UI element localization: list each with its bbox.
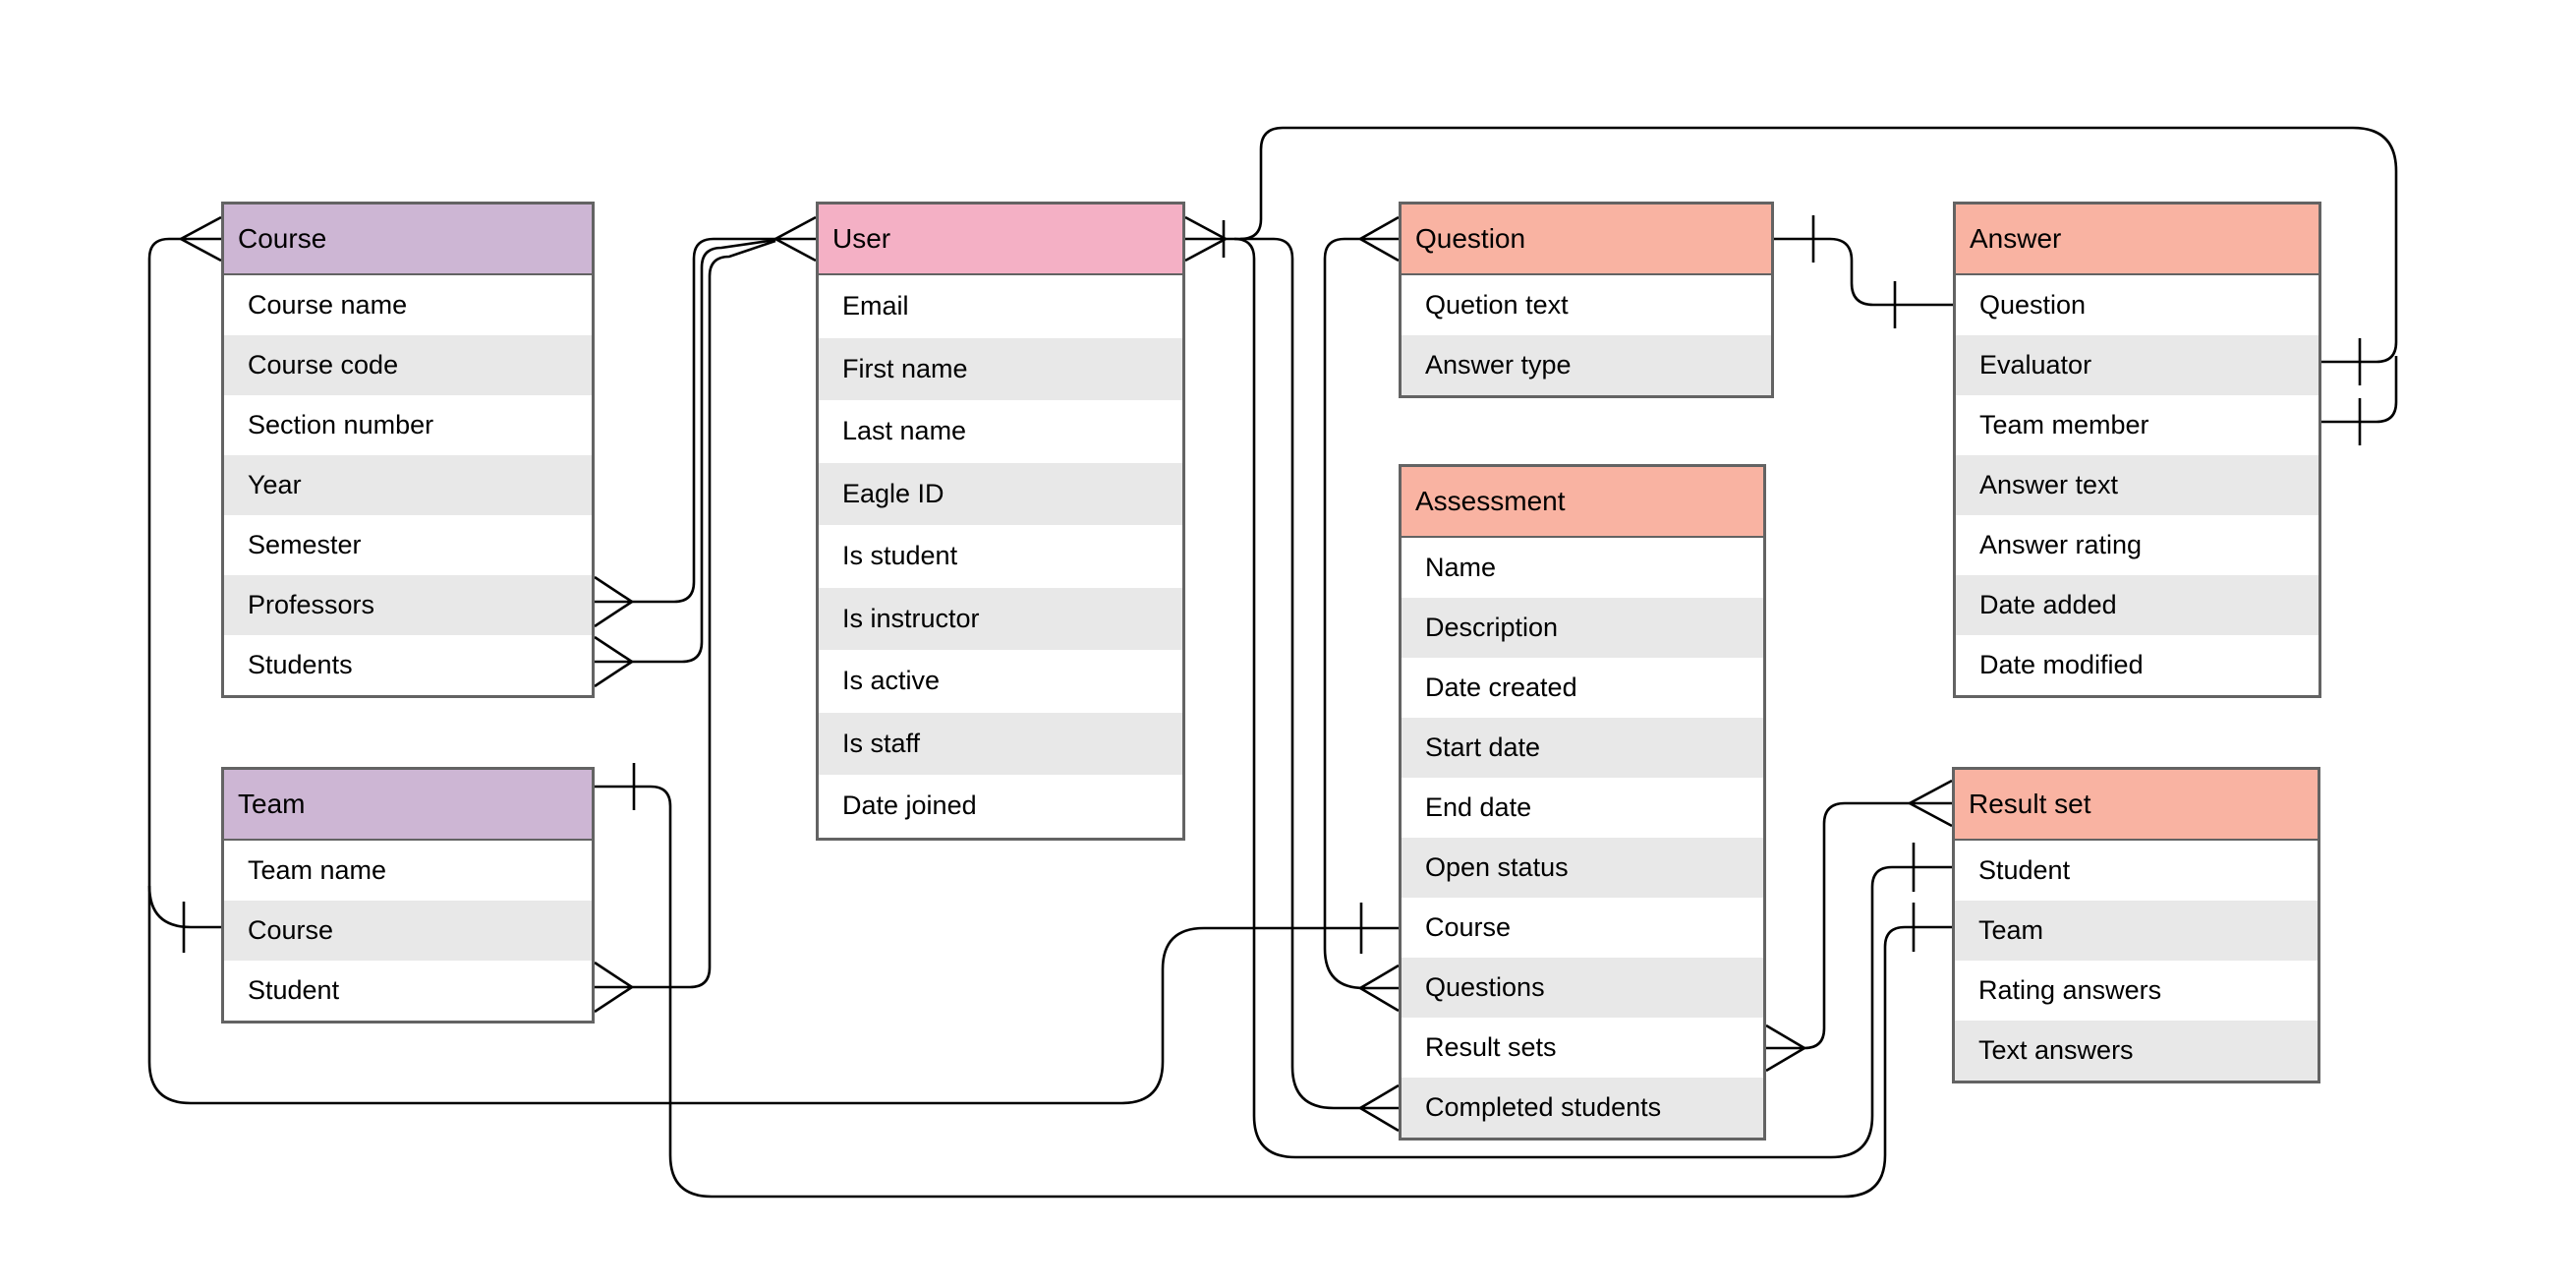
crow-foot-many-icon <box>1184 215 1229 263</box>
field-row-completed-students[interactable]: Completed students <box>1402 1078 1763 1138</box>
connector-line <box>595 785 1952 1199</box>
connector-line <box>1323 237 1365 990</box>
field-row-questions[interactable]: Questions <box>1402 958 1763 1018</box>
field-row-course[interactable]: Course <box>1402 898 1763 958</box>
relationship-course-bus[interactable] <box>147 215 1399 1105</box>
field-row-name[interactable]: Name <box>1402 538 1763 598</box>
field-row-is-student[interactable]: Is student <box>819 525 1182 588</box>
crow-foot-many-icon <box>1357 964 1400 1013</box>
field-row-email[interactable]: Email <box>819 275 1182 338</box>
field-row-date-created[interactable]: Date created <box>1402 658 1763 718</box>
connector-line <box>632 237 775 604</box>
relationship-user-resultset-student[interactable] <box>1233 237 1952 1159</box>
field-row-is-staff[interactable]: Is staff <box>819 712 1182 775</box>
field-row-start-date[interactable]: Start date <box>1402 718 1763 778</box>
crow-foot-many-icon <box>594 961 635 1014</box>
field-row-students[interactable]: Students <box>224 635 592 695</box>
connector-line <box>632 239 776 989</box>
relationship-question-answer[interactable] <box>1774 215 1953 328</box>
field-row-result-sets[interactable]: Result sets <box>1402 1018 1763 1078</box>
field-row-question[interactable]: Question <box>1956 275 2318 335</box>
entity-header[interactable]: Answer <box>1956 205 2318 275</box>
relationship-team-resultset-team[interactable] <box>595 763 1952 1199</box>
entity-header[interactable]: User <box>819 205 1182 275</box>
field-row-year[interactable]: Year <box>224 455 592 515</box>
crow-foot-many-icon <box>1357 1083 1400 1133</box>
relationship-user-answer[interactable] <box>1239 126 2398 445</box>
field-row-open-status[interactable]: Open status <box>1402 838 1763 898</box>
field-row-answer-type[interactable]: Answer type <box>1402 335 1771 395</box>
connector-line <box>1273 237 1360 1110</box>
relationship-assessment-resultset[interactable] <box>1765 779 1953 1073</box>
field-row-quetion-text[interactable]: Quetion text <box>1402 275 1771 335</box>
entity-header[interactable]: Assessment <box>1402 467 1763 538</box>
field-row-team-name[interactable]: Team name <box>224 841 592 901</box>
connector-line <box>147 885 221 929</box>
field-row-first-name[interactable]: First name <box>819 337 1182 400</box>
entity-header[interactable]: Result set <box>1955 770 2318 841</box>
field-row-date-added[interactable]: Date added <box>1956 575 2318 635</box>
crow-foot-many-icon <box>594 575 635 628</box>
field-row-date-joined[interactable]: Date joined <box>819 775 1182 838</box>
crow-foot-many-icon <box>178 215 222 263</box>
field-row-team-member[interactable]: Team member <box>1956 395 2318 455</box>
field-row-section-number[interactable]: Section number <box>224 395 592 455</box>
entity-header[interactable]: Question <box>1402 205 1771 275</box>
field-row-student[interactable]: Student <box>1955 841 2318 901</box>
field-row-description[interactable]: Description <box>1402 598 1763 658</box>
field-row-course-name[interactable]: Course name <box>224 275 592 335</box>
connector-line <box>2321 356 2398 424</box>
field-row-rating-answers[interactable]: Rating answers <box>1955 961 2318 1021</box>
connector-line <box>632 238 776 664</box>
field-row-text-answers[interactable]: Text answers <box>1955 1021 2318 1081</box>
crow-foot-many-icon <box>1765 1024 1807 1073</box>
field-row-eagle-id[interactable]: Eagle ID <box>819 462 1182 525</box>
entity-header[interactable]: Team <box>224 770 592 841</box>
crow-foot-many-icon <box>1907 779 1953 828</box>
crow-foot-many-icon <box>1357 215 1400 263</box>
field-row-student[interactable]: Student <box>224 961 592 1021</box>
relationship-user-assessment-completed[interactable] <box>1273 237 1400 1133</box>
field-row-course-code[interactable]: Course code <box>224 335 592 395</box>
field-row-professors[interactable]: Professors <box>224 575 592 635</box>
field-row-team[interactable]: Team <box>1955 901 2318 961</box>
connector-line <box>1233 237 1952 1159</box>
connector-line <box>147 237 1399 1105</box>
connector-line <box>1774 237 1953 307</box>
field-row-is-active[interactable]: Is active <box>819 650 1182 713</box>
crow-foot-many-icon <box>594 635 635 688</box>
field-row-date-modified[interactable]: Date modified <box>1956 635 2318 695</box>
field-row-is-instructor[interactable]: Is instructor <box>819 587 1182 650</box>
field-row-last-name[interactable]: Last name <box>819 400 1182 463</box>
field-row-course[interactable]: Course <box>224 901 592 961</box>
field-row-semester[interactable]: Semester <box>224 515 592 575</box>
connector-line <box>1239 126 2398 364</box>
field-row-evaluator[interactable]: Evaluator <box>1956 335 2318 395</box>
field-row-answer-text[interactable]: Answer text <box>1956 455 2318 515</box>
connector-line <box>1803 801 1910 1050</box>
field-row-answer-rating[interactable]: Answer rating <box>1956 515 2318 575</box>
entity-header[interactable]: Course <box>224 205 592 275</box>
relationship-question-assessment[interactable] <box>1323 215 1400 1013</box>
relationship-users-bus[interactable] <box>594 215 817 1014</box>
crow-foot-many-icon <box>773 215 817 263</box>
field-row-end-date[interactable]: End date <box>1402 778 1763 838</box>
